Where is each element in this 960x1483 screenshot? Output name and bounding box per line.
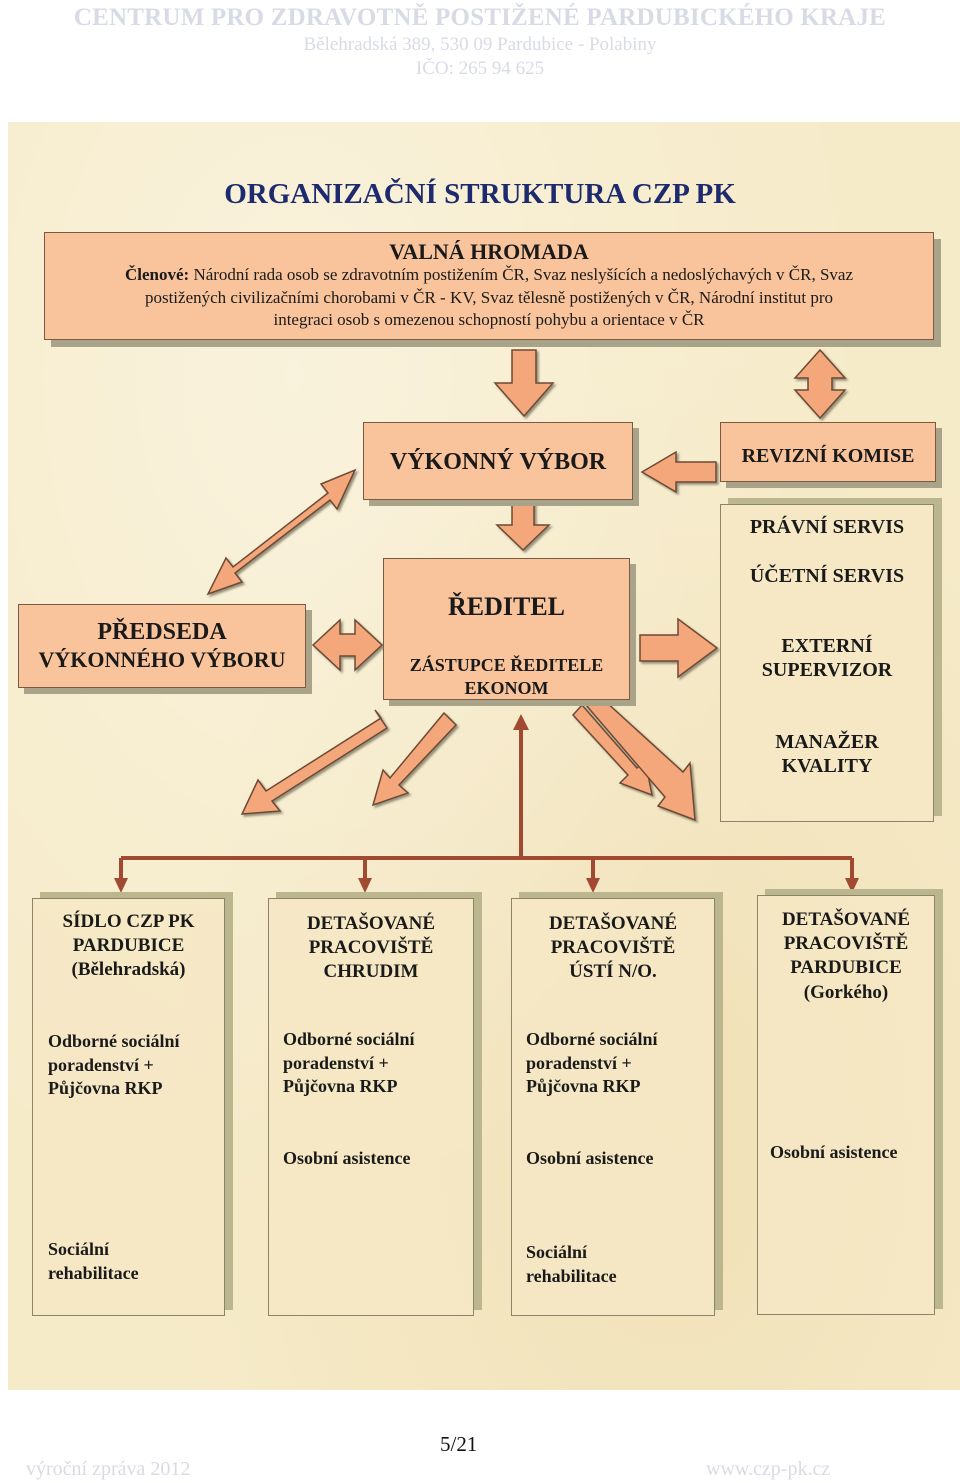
branch3-s1: Odborné sociální: [526, 1029, 658, 1049]
branch-gorkeho: DETAŠOVANÉ PRACOVIŠTĚ PARDUBICE (Gorkého…: [757, 895, 935, 1315]
arrow-vykonny-to-reditel: [495, 501, 551, 552]
branch1-s2: poradenství +: [48, 1055, 154, 1075]
connector-up-head: [513, 714, 529, 730]
services-box: PRÁVNÍ SERVIS ÚČETNÍ SERVIS EXTERNÍ SUPE…: [720, 504, 934, 822]
branch2-h1: DETAŠOVANÉ: [306, 913, 436, 934]
valna-hromada-box: VALNÁ HROMADA Členové: Národní rada osob…: [44, 232, 934, 340]
predseda-line2: VÝKONNÉHO VÝBORU: [38, 647, 286, 672]
branch2-h3: CHRUDIM: [323, 961, 419, 982]
externi-line1: EXTERNÍ: [781, 635, 873, 657]
arrow-predseda-reditel: [311, 618, 384, 672]
branch3-h1: DETAŠOVANÉ: [548, 913, 678, 934]
branch4-h1: DETAŠOVANÉ: [781, 909, 911, 930]
predseda-box: PŘEDSEDA VÝKONNÉHO VÝBORU: [18, 604, 306, 688]
org-ico: IČO: 265 94 625: [415, 58, 545, 79]
footer-left: výroční zpráva 2012: [26, 1458, 191, 1480]
branch3-h3: ÚSTÍ N/O.: [569, 961, 657, 982]
branch4-h3: PARDUBICE: [790, 957, 902, 978]
branch2-s1: Odborné sociální: [283, 1029, 415, 1049]
branch-sidlo: SÍDLO CZP PK PARDUBICE (Bělehradská) Odb…: [32, 898, 225, 1316]
branch1-s1: Odborné sociální: [48, 1031, 180, 1051]
org-name: CENTRUM PRO ZDRAVOTNĚ POSTIŽENÉ PARDUBIC…: [73, 4, 887, 31]
arrow-vykonny-predseda: [206, 468, 357, 596]
revizni-komise-box: REVIZNÍ KOMISE: [720, 422, 936, 482]
branch1-h1: SÍDLO CZP PK: [62, 911, 195, 932]
arrow-reditel-to-branch4: [585, 689, 696, 822]
arrow-reditel-to-branch2: [371, 711, 458, 807]
branch3-s6: rehabilitace: [526, 1266, 617, 1286]
branch4-s1: Osobní asistence: [770, 1142, 898, 1162]
ucetni-servis: ÚČETNÍ SERVIS: [749, 565, 905, 587]
branch1-s4: Sociální: [48, 1239, 110, 1259]
arrow-valna-to-vykonny: [493, 349, 555, 418]
page-number: 5/21: [440, 1432, 478, 1456]
arrow-reditel-to-branch1: [240, 709, 389, 815]
pravni-servis: PRÁVNÍ SERVIS: [749, 516, 905, 538]
valna-hromada-title: VALNÁ HROMADA: [389, 239, 589, 264]
branch2-s2: poradenství +: [283, 1053, 389, 1073]
valna-hromada-line1: Členové: Národní rada osob se zdravotním…: [45, 265, 933, 285]
branch4-h4: (Gorkého): [803, 982, 889, 1003]
branch3-s5: Sociální: [526, 1242, 588, 1262]
branch1-h2: PARDUBICE: [72, 935, 185, 956]
valna-hromada-line3: integraci osob s omezenou schopností poh…: [273, 310, 705, 329]
branch1-h3: (Bělehradská): [71, 959, 186, 980]
zastupce-label: ZÁSTUPCE ŘEDITELE: [409, 655, 604, 675]
revizni-komise-label: REVIZNÍ KOMISE: [741, 445, 915, 467]
branch4-h2: PRACOVIŠTĚ: [783, 933, 909, 954]
predseda-line1: PŘEDSEDA: [97, 619, 227, 645]
branch3-s2: poradenství +: [526, 1053, 632, 1073]
externi-line2: SUPERVIZOR: [761, 659, 893, 681]
arrow-revizni-to-vykonny: [640, 450, 717, 494]
reditel-box: ŘEDITEL ZÁSTUPCE ŘEDITELE EKONOM: [383, 558, 630, 700]
branch1-s3: Půjčovna RKP: [48, 1078, 163, 1098]
valna-hromada-line2: postižených civilizačními chorobami v ČR…: [144, 288, 834, 307]
vykonny-vybor-label: VÝKONNÝ VÝBOR: [389, 449, 607, 475]
branch3-s4: Osobní asistence: [526, 1148, 654, 1168]
diagram-title: ORGANIZAČNÍ STRUKTURA CZP PK: [224, 178, 736, 210]
arrow-reditel-to-services: [639, 617, 719, 679]
branch-usti: DETAŠOVANÉ PRACOVIŠTĚ ÚSTÍ N/O. Odborné …: [511, 898, 715, 1316]
manazer-line2: KVALITY: [781, 755, 873, 777]
members-label: Členové:: [124, 265, 190, 284]
arrow-valna-revizni: [793, 348, 847, 420]
branch1-s5: rehabilitace: [48, 1263, 139, 1283]
branch2-s3: Půjčovna RKP: [283, 1076, 398, 1096]
branch2-s4: Osobní asistence: [283, 1148, 411, 1168]
ekonom-label: EKONOM: [464, 678, 549, 698]
branch3-s3: Půjčovna RKP: [526, 1076, 641, 1096]
branch-chrudim: DETAŠOVANÉ PRACOVIŠTĚ CHRUDIM Odborné so…: [268, 898, 474, 1316]
manazer-line1: MANAŽER: [775, 731, 879, 753]
branch3-h2: PRACOVIŠTĚ: [550, 937, 676, 958]
footer-right: www.czp-pk.cz: [706, 1458, 831, 1480]
members-text-1: Národní rada osob se zdravotním postižen…: [193, 265, 854, 284]
org-address: Bělehradská 389, 530 09 Pardubice - Pola…: [303, 34, 657, 55]
branch2-h2: PRACOVIŠTĚ: [308, 937, 434, 958]
vykonny-vybor-box: VÝKONNÝ VÝBOR: [363, 422, 633, 500]
reditel-label: ŘEDITEL: [447, 592, 566, 621]
